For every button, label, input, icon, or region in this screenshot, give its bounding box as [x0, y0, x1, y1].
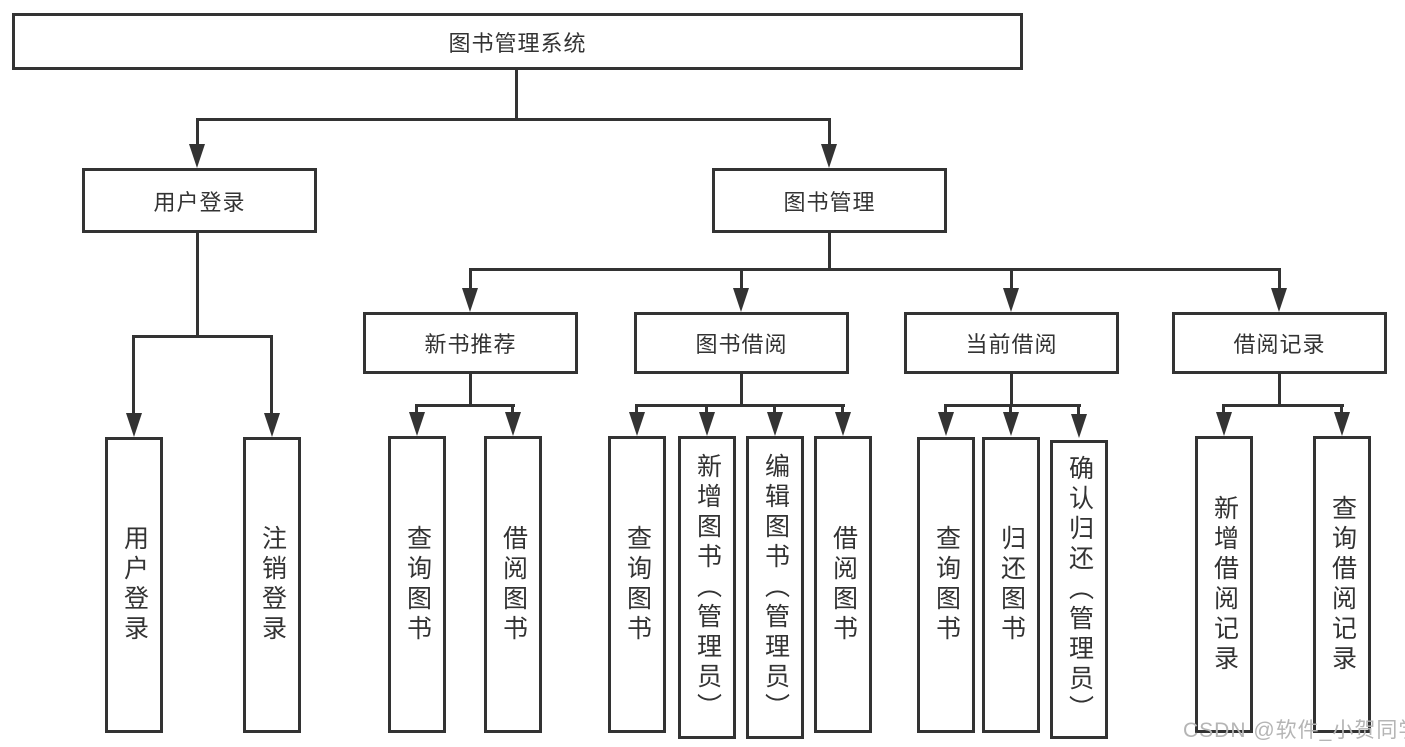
arrow-down-icon [189, 144, 205, 168]
node-label: 图书管理 [783, 189, 876, 215]
arrow-down-icon [126, 413, 142, 437]
node-borrow-record: 借阅记录 [1172, 312, 1387, 374]
arrow-down-icon [629, 412, 645, 436]
node-book-management: 图书管理 [712, 168, 947, 233]
connector-drop [1340, 404, 1343, 414]
node-current-borrow: 当前借阅 [904, 312, 1119, 374]
connector-user-login-stem [196, 233, 199, 335]
arrow-down-icon [409, 412, 425, 436]
connector-drop-login-leaf [132, 335, 135, 415]
node-label: 借阅图书 [499, 524, 528, 645]
connector-drop-new-book [469, 268, 472, 290]
arrow-down-icon [733, 288, 749, 312]
arrow-down-icon [462, 288, 478, 312]
arrow-down-icon [264, 413, 280, 437]
connector-drop-book-borrow [740, 268, 743, 290]
node-add-book-admin: 新增图书（管理员） [678, 436, 736, 739]
node-label: 用户登录 [120, 525, 149, 645]
connector-new-book-bar [415, 404, 515, 407]
node-label: 归还图书 [997, 525, 1026, 645]
arrow-down-icon [835, 412, 851, 436]
connector-drop [415, 404, 418, 414]
connector-borrow-record-stem [1278, 374, 1281, 406]
connector-current-borrow-stem [1010, 374, 1013, 406]
connector-drop-logout-leaf [270, 335, 273, 415]
node-query-borrow-record: 查询借阅记录 [1313, 436, 1371, 733]
node-label: 新增借阅记录 [1210, 494, 1239, 675]
node-label: 查询图书 [932, 525, 961, 645]
arrow-down-icon [699, 412, 715, 436]
connector-drop [1222, 404, 1225, 414]
arrow-down-icon [767, 412, 783, 436]
connector-drop-borrow-record [1278, 268, 1281, 290]
connector-root-stem [515, 70, 518, 118]
connector-drop [1077, 404, 1080, 414]
node-label: 借阅图书 [829, 524, 858, 645]
connector-drop [705, 404, 708, 414]
node-book-borrow: 图书借阅 [634, 312, 849, 374]
node-query-books: 查询图书 [917, 437, 975, 733]
node-label: 确认归还（管理员） [1065, 454, 1094, 725]
node-label: 注销登录 [258, 525, 287, 645]
connector-drop [511, 404, 514, 414]
connector-current-borrow-bar [944, 404, 1081, 407]
node-edit-book-admin: 编辑图书（管理员） [746, 436, 804, 739]
arrow-down-icon [1003, 288, 1019, 312]
arrow-down-icon [821, 144, 837, 168]
node-confirm-return-admin: 确认归还（管理员） [1050, 440, 1108, 739]
node-add-borrow-record: 新增借阅记录 [1195, 436, 1253, 733]
node-label: 查询图书 [623, 524, 652, 645]
connector-drop [841, 404, 844, 414]
connector-drop [773, 404, 776, 414]
connector-book-management-stem [828, 233, 831, 270]
connector-drop-user-login [196, 118, 199, 146]
node-borrow-books: 借阅图书 [484, 436, 542, 733]
node-label: 图书管理系统 [448, 30, 587, 56]
arrow-down-icon [1334, 412, 1350, 436]
csdn-watermark: CSDN @软件_小贺同学 [1183, 719, 1405, 742]
node-label: 新增图书（管理员） [693, 452, 722, 723]
connector-root-bar [196, 118, 831, 121]
connector-new-book-stem [469, 374, 472, 406]
arrow-down-icon [938, 412, 954, 436]
connector-user-login-bar [132, 335, 273, 338]
node-return-books: 归还图书 [982, 437, 1040, 733]
connector-drop-book-management [828, 118, 831, 146]
connector-book-borrow-stem [740, 374, 743, 406]
node-label: 当前借阅 [965, 332, 1058, 357]
arrow-down-icon [1071, 414, 1087, 438]
node-label: 新书推荐 [424, 332, 517, 357]
node-label: 查询借阅记录 [1328, 494, 1357, 675]
node-library-management-system: 图书管理系统 [12, 13, 1023, 70]
connector-drop [1009, 404, 1012, 414]
node-borrow-books: 借阅图书 [814, 436, 872, 733]
node-user-login-leaf: 用户登录 [105, 437, 163, 733]
node-label: 用户登录 [153, 189, 246, 215]
node-label: 图书借阅 [695, 332, 788, 357]
node-query-books: 查询图书 [388, 436, 446, 733]
arrow-down-icon [1216, 412, 1232, 436]
node-logout: 注销登录 [243, 437, 301, 733]
arrow-down-icon [1271, 288, 1287, 312]
node-new-book-recommend: 新书推荐 [363, 312, 578, 374]
arrow-down-icon [505, 412, 521, 436]
node-user-login: 用户登录 [82, 168, 317, 233]
connector-drop [944, 404, 947, 414]
connector-book-management-bar [469, 268, 1281, 271]
node-label: 编辑图书（管理员） [761, 452, 790, 723]
arrow-down-icon [1003, 412, 1019, 436]
connector-borrow-record-bar [1222, 404, 1344, 407]
connector-drop [635, 404, 638, 414]
connector-drop-current-borrow [1010, 268, 1013, 290]
node-label: 查询图书 [403, 524, 432, 645]
connector-book-borrow-bar [635, 404, 845, 407]
node-label: 借阅记录 [1233, 332, 1326, 357]
node-query-books: 查询图书 [608, 436, 666, 733]
